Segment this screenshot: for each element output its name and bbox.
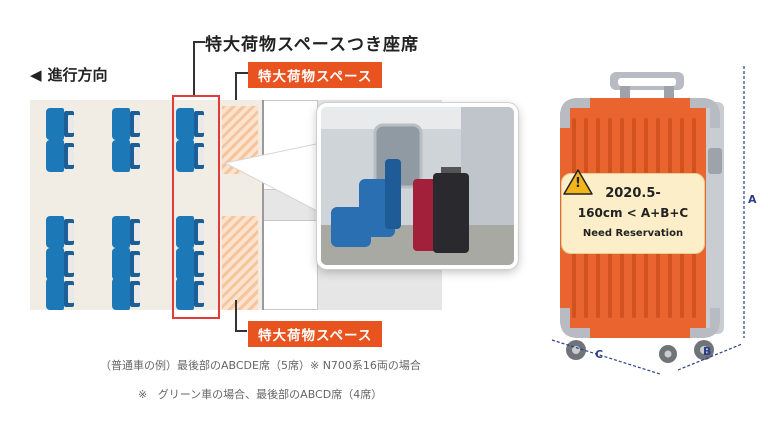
deck-edge-line [262, 100, 264, 310]
seat [46, 140, 74, 172]
dimension-label-b: B [703, 345, 712, 358]
seat [112, 140, 140, 172]
seat [46, 278, 74, 310]
bottom-tag-pointer-line-horizontal [235, 330, 247, 332]
caption-green-car-text: グリーン車の場合、最後部のABCD席（4席） [157, 388, 383, 401]
badge-size-rule: 160cm < A+B+C [577, 206, 689, 220]
highlighted-seat-row [172, 95, 220, 319]
dimension-label-a: A [748, 193, 757, 206]
seat-with-baggage-space [176, 278, 204, 310]
travel-direction: ◀ 進行方向 [30, 64, 108, 85]
seat-with-baggage-space [176, 216, 204, 248]
seat-with-baggage-space [176, 108, 204, 140]
train-interior-photo [317, 103, 518, 269]
oversized-baggage-space-tag-top: 特大荷物スペース [248, 62, 383, 88]
deck-door-bottom [262, 220, 318, 310]
badge-need-reservation: Need Reservation [582, 228, 684, 239]
seat-with-baggage-space [176, 248, 204, 280]
seat [46, 108, 74, 140]
title-pointer-line [193, 41, 205, 95]
left-arrow-icon: ◀ [30, 66, 42, 84]
badge-date: 2020.5- [605, 186, 661, 201]
bottom-tag-pointer-line [235, 300, 237, 330]
top-tag-pointer-line [235, 72, 249, 102]
seat [112, 248, 140, 280]
seat [46, 248, 74, 280]
dimension-label-c: C [595, 348, 604, 361]
caption-ordinary-car: （普通車の例）最後部のABCDE席（5席）※ N700系16両の場合 [100, 359, 421, 372]
warning-icon [563, 169, 593, 195]
train-interior-illustration [321, 107, 514, 265]
warning-icon-mark: ! [575, 176, 581, 191]
seat [46, 216, 74, 248]
seat [112, 108, 140, 140]
oversized-baggage-space-tag-bottom: 特大荷物スペース [248, 321, 383, 347]
seat [112, 216, 140, 248]
travel-direction-label: 進行方向 [47, 66, 108, 84]
seat-with-baggage-space [176, 140, 204, 172]
diagram-title: 特大荷物スペースつき座席 [205, 35, 419, 55]
baggage-space-area-bottom [222, 216, 258, 310]
note-mark: ※ [138, 388, 148, 401]
seat [112, 278, 140, 310]
caption-green-car: ※ グリーン車の場合、最後部のABCD席（4席） [138, 386, 382, 402]
